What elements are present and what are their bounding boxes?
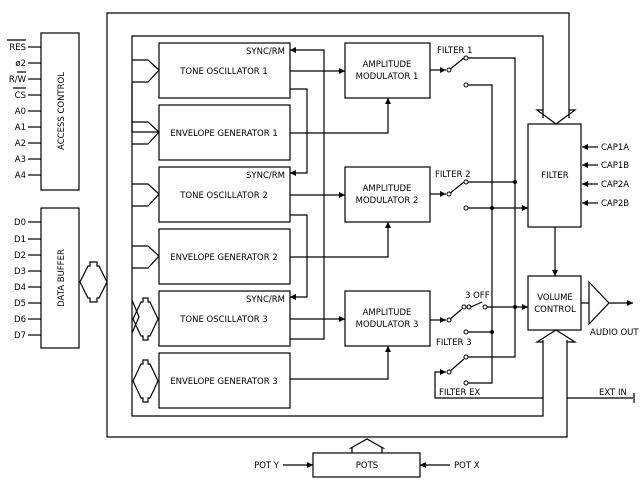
pin-a3: A3: [15, 155, 41, 165]
pin-label: D4: [14, 283, 26, 293]
data-bus-bidirectional-arrow: [79, 261, 108, 303]
pin-label: A1: [15, 123, 26, 133]
filter-1-label: FILTER 1: [437, 46, 473, 56]
tone-oscillator-label: TONE OSCILLATOR 2: [179, 191, 268, 201]
pin-rw: R/W: [9, 71, 41, 85]
pin-label: D2: [14, 251, 26, 261]
filter-2-label: FILTER 2: [435, 170, 471, 180]
pin-label: D0: [14, 218, 26, 228]
audio-out-label: AUDIO OUT: [590, 328, 639, 338]
data-buffer-label: DATA BUFFER: [57, 249, 67, 307]
pin-d3: D3: [14, 267, 41, 277]
voice3-osc-bidirectional-arrow: [132, 297, 159, 341]
pin-2: ø2: [15, 59, 41, 69]
modulator-label-line1: AMPLITUDE: [363, 60, 412, 70]
pin-d7: D7: [14, 331, 41, 341]
pin-cap2a: CAP2A: [582, 180, 629, 190]
pot-x-label: POT X: [454, 461, 480, 471]
pin-d5: D5: [14, 299, 41, 309]
pin-label: CS: [15, 91, 26, 101]
tone-oscillator-label: TONE OSCILLATOR 1: [179, 67, 268, 77]
cap-label: CAP1B: [601, 161, 629, 171]
amplitude-modulator-1: AMPLITUDE MODULATOR 1: [344, 42, 431, 99]
pin-a0: A0: [15, 107, 41, 117]
pin-label: A3: [15, 155, 26, 165]
pin-label: R/W: [9, 75, 27, 85]
pots-label: POTS: [356, 461, 378, 471]
voice-wiring: [290, 47, 391, 380]
pin-cap1b: CAP1B: [582, 161, 629, 171]
pin-label: D5: [14, 299, 26, 309]
pin-d4: D4: [14, 283, 41, 293]
filter-ex-label: FILTER EX: [439, 388, 481, 398]
modulator-label-line2: MODULATOR 3: [356, 320, 419, 330]
modulator-label-line1: AMPLITUDE: [363, 184, 412, 194]
volume-control-block: VOLUME CONTROL AUDIO OUT: [527, 275, 639, 338]
pin-cap2b: CAP2B: [582, 199, 629, 209]
pin-d0: D0: [14, 218, 41, 228]
tone-oscillator-1: SYNC/RM TONE OSCILLATOR 1: [158, 42, 291, 99]
pot-y-label: POT Y: [254, 461, 280, 471]
pin-cs: CS: [13, 87, 41, 101]
filter-label: FILTER: [541, 171, 569, 181]
sync-rm-label: SYNC/RM: [246, 47, 285, 57]
cap-label: CAP2A: [601, 180, 629, 190]
envelope-generator-label: ENVELOPE GENERATOR 3: [170, 377, 278, 387]
envelope-generator-2: ENVELOPE GENERATOR 2: [158, 228, 291, 285]
envelope-generator-3: ENVELOPE GENERATOR 3: [158, 352, 291, 409]
pin-label: D7: [14, 331, 26, 341]
envelope-generator-1: ENVELOPE GENERATOR 1: [158, 104, 291, 161]
pin-label: A2: [15, 139, 26, 149]
sync-rm-label: SYNC/RM: [246, 295, 285, 305]
access-control-block: ACCESS CONTROL: [40, 32, 80, 191]
filter-block: FILTER: [527, 123, 582, 276]
pin-d6: D6: [14, 315, 41, 325]
output-amplifier-icon: [588, 280, 610, 326]
amplitude-modulator-2: AMPLITUDE MODULATOR 2: [344, 166, 431, 223]
pin-res: RES: [7, 39, 41, 53]
filter-3-label: FILTER 3: [436, 338, 472, 348]
amplitude-modulator-3: AMPLITUDE MODULATOR 3: [344, 290, 431, 347]
voice-3-off-label: 3 OFF: [465, 291, 490, 301]
cap-label: CAP2B: [601, 199, 629, 209]
pin-a4: A4: [15, 171, 41, 181]
pin-a1: A1: [15, 123, 41, 133]
access-control-label: ACCESS CONTROL: [57, 72, 67, 150]
pin-a2: A2: [15, 139, 41, 149]
cap-label: CAP1A: [601, 143, 629, 153]
tone-oscillator-label: TONE OSCILLATOR 3: [179, 315, 268, 325]
pin-d1: D1: [14, 235, 41, 245]
modulator-label-line1: AMPLITUDE: [363, 308, 412, 318]
pin-label: D1: [14, 235, 26, 245]
volume-label-line1: VOLUME: [537, 293, 573, 303]
pin-label: D3: [14, 267, 26, 277]
tone-oscillator-3: SYNC/RM TONE OSCILLATOR 3: [158, 290, 291, 347]
envelope-generator-label: ENVELOPE GENERATOR 1: [170, 129, 278, 139]
pin-d2: D2: [14, 251, 41, 261]
pin-label: D6: [14, 315, 26, 325]
tone-oscillator-2: SYNC/RM TONE OSCILLATOR 2: [158, 166, 291, 223]
volume-label-line2: CONTROL: [534, 305, 576, 315]
pin-cap1a: CAP1A: [582, 143, 629, 153]
pin-label: ø2: [15, 59, 26, 69]
modulator-label-line2: MODULATOR 2: [356, 196, 419, 206]
pots-block: POTS POT Y POT X: [254, 438, 480, 478]
filter-switches: FILTER 1 FILTER 2 3 OFF FILTER 3 FILTER …: [430, 46, 543, 399]
envelope-generator-label: ENVELOPE GENERATOR 2: [170, 253, 278, 263]
sync-rm-label: SYNC/RM: [246, 171, 285, 181]
data-buffer-block: DATA BUFFER: [40, 207, 80, 349]
pin-label: RES: [9, 43, 26, 53]
modulator-label-line2: MODULATOR 1: [356, 72, 419, 82]
ext-in-label: EXT IN: [599, 388, 627, 398]
voice3-env-bidirectional-arrow: [132, 359, 159, 403]
filter-cap-pins: CAP1A CAP1B CAP2A CAP2B: [582, 143, 629, 209]
bus-connectors: [131, 59, 161, 403]
pin-label: A0: [15, 107, 26, 117]
pin-label: A4: [15, 171, 26, 181]
